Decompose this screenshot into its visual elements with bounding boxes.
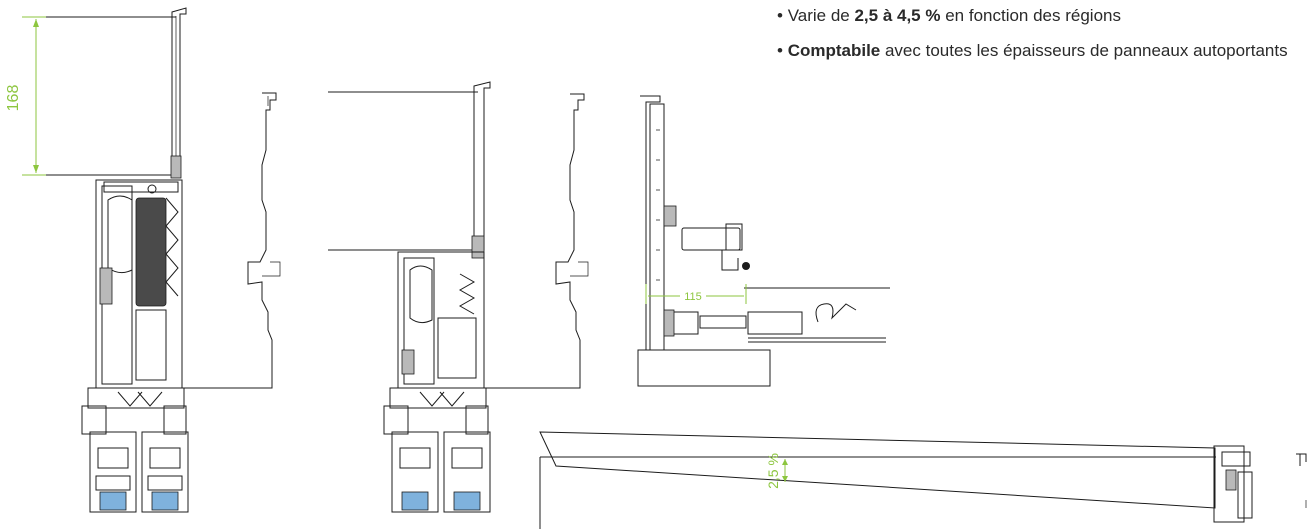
roller-left-track [95, 475, 131, 491]
right-bracket-end [725, 223, 743, 251]
right-clip-lower [663, 309, 675, 337]
mid-mullion-curve [409, 265, 433, 324]
mid-sill-top [389, 387, 487, 409]
roller-right-body [141, 431, 189, 513]
slope-end-profile [1213, 445, 1245, 523]
right-bracket-hook [721, 250, 739, 271]
insulation-fill [135, 197, 167, 307]
mid-roller-right [443, 431, 491, 513]
mid-spring [458, 273, 476, 315]
sill-top [87, 387, 185, 409]
slope-end-cap [1221, 451, 1251, 467]
roller-right-track [147, 475, 183, 491]
right-post-outer [640, 95, 661, 350]
mid-gasket [401, 349, 415, 375]
feature-item: • Varie de 2,5 à 4,5 % en fonction des r… [777, 6, 1121, 25]
mullion-lower-chamber [135, 309, 167, 381]
mid-sill-zigzag [419, 391, 465, 407]
right-frame-section: 115 [637, 95, 890, 387]
right-hook-clip [815, 303, 857, 323]
dim-slope-label: 2,5 % [765, 453, 781, 489]
mid-roller-right-window [451, 447, 483, 469]
feature-text-after: en fonction des régions [940, 6, 1121, 25]
cladding-detail-mid [570, 261, 589, 277]
feature-list: • Varie de 2,5 à 4,5 % en fonction des r… [777, 4, 1297, 74]
feature-text-after: avec toutes les épaisseurs de panneaux a… [880, 41, 1288, 60]
mid-roller-left-window [399, 447, 431, 469]
feature-text-bold: Comptabile [787, 41, 881, 60]
mullion-gasket [99, 267, 113, 305]
mullion-curve [107, 195, 133, 274]
sill-left-ear [81, 405, 107, 435]
right-lower-bar [699, 315, 747, 329]
right-clip-upper [663, 205, 677, 227]
sill-right-ear [163, 405, 187, 435]
right-post-inner [649, 103, 665, 351]
mid-upstand-clip [471, 235, 485, 259]
mid-sill-right-ear [465, 405, 489, 435]
right-screw [742, 262, 750, 270]
sloped-panel [539, 431, 1216, 509]
mid-roller-left-glass [401, 491, 429, 511]
mid-roller-left [391, 431, 439, 513]
mullion-screw [147, 184, 157, 194]
mid-sill-left-ear [383, 405, 409, 435]
mid-mullion-lower [437, 317, 477, 379]
slope-end-chamber [1237, 471, 1253, 519]
dim-168-arrow-top [33, 19, 39, 27]
right-bracket [681, 227, 741, 251]
right-lower-box [747, 311, 803, 335]
roller-left-window [97, 447, 129, 469]
roller-left-body [89, 431, 137, 513]
left-frame-section: 168 [5, 7, 281, 513]
upstand-clip [170, 155, 182, 179]
right-base-box [637, 349, 771, 387]
cladding-profile-left [176, 92, 277, 389]
roller-left-glass [99, 491, 127, 511]
dim-168-arrow-bottom [33, 165, 39, 173]
dim-slope-arrow-top [782, 459, 788, 465]
mid-upstand [473, 81, 491, 251]
roller-right-glass [151, 491, 179, 511]
slope-end-gasket [1225, 469, 1237, 491]
mullion-cap [103, 181, 179, 193]
mid-mullion-left [403, 257, 435, 385]
right-post-ticks [656, 129, 660, 281]
cladding-detail-left [262, 96, 281, 277]
sill-zigzag [117, 391, 163, 407]
mid-roller-right-glass [453, 491, 481, 511]
cladding-profile-mid [478, 93, 585, 389]
slope-section: 2,5 % [539, 431, 1307, 529]
spring-zigzag [165, 197, 179, 297]
upstand-profile [171, 7, 187, 169]
feature-text-before: Varie de [787, 6, 855, 25]
dim-slope-arrow-bottom [782, 476, 788, 482]
feature-item: • Comptabile avec toutes les épaisseurs … [777, 41, 1288, 60]
roller-right-window [149, 447, 181, 469]
middle-frame-section [328, 81, 589, 513]
slope-far-right-mark [1296, 453, 1307, 466]
dim-168-label: 168 [5, 85, 22, 112]
feature-text-bold: 2,5 à 4,5 % [854, 6, 941, 25]
dim-115-label: 115 [684, 291, 702, 303]
